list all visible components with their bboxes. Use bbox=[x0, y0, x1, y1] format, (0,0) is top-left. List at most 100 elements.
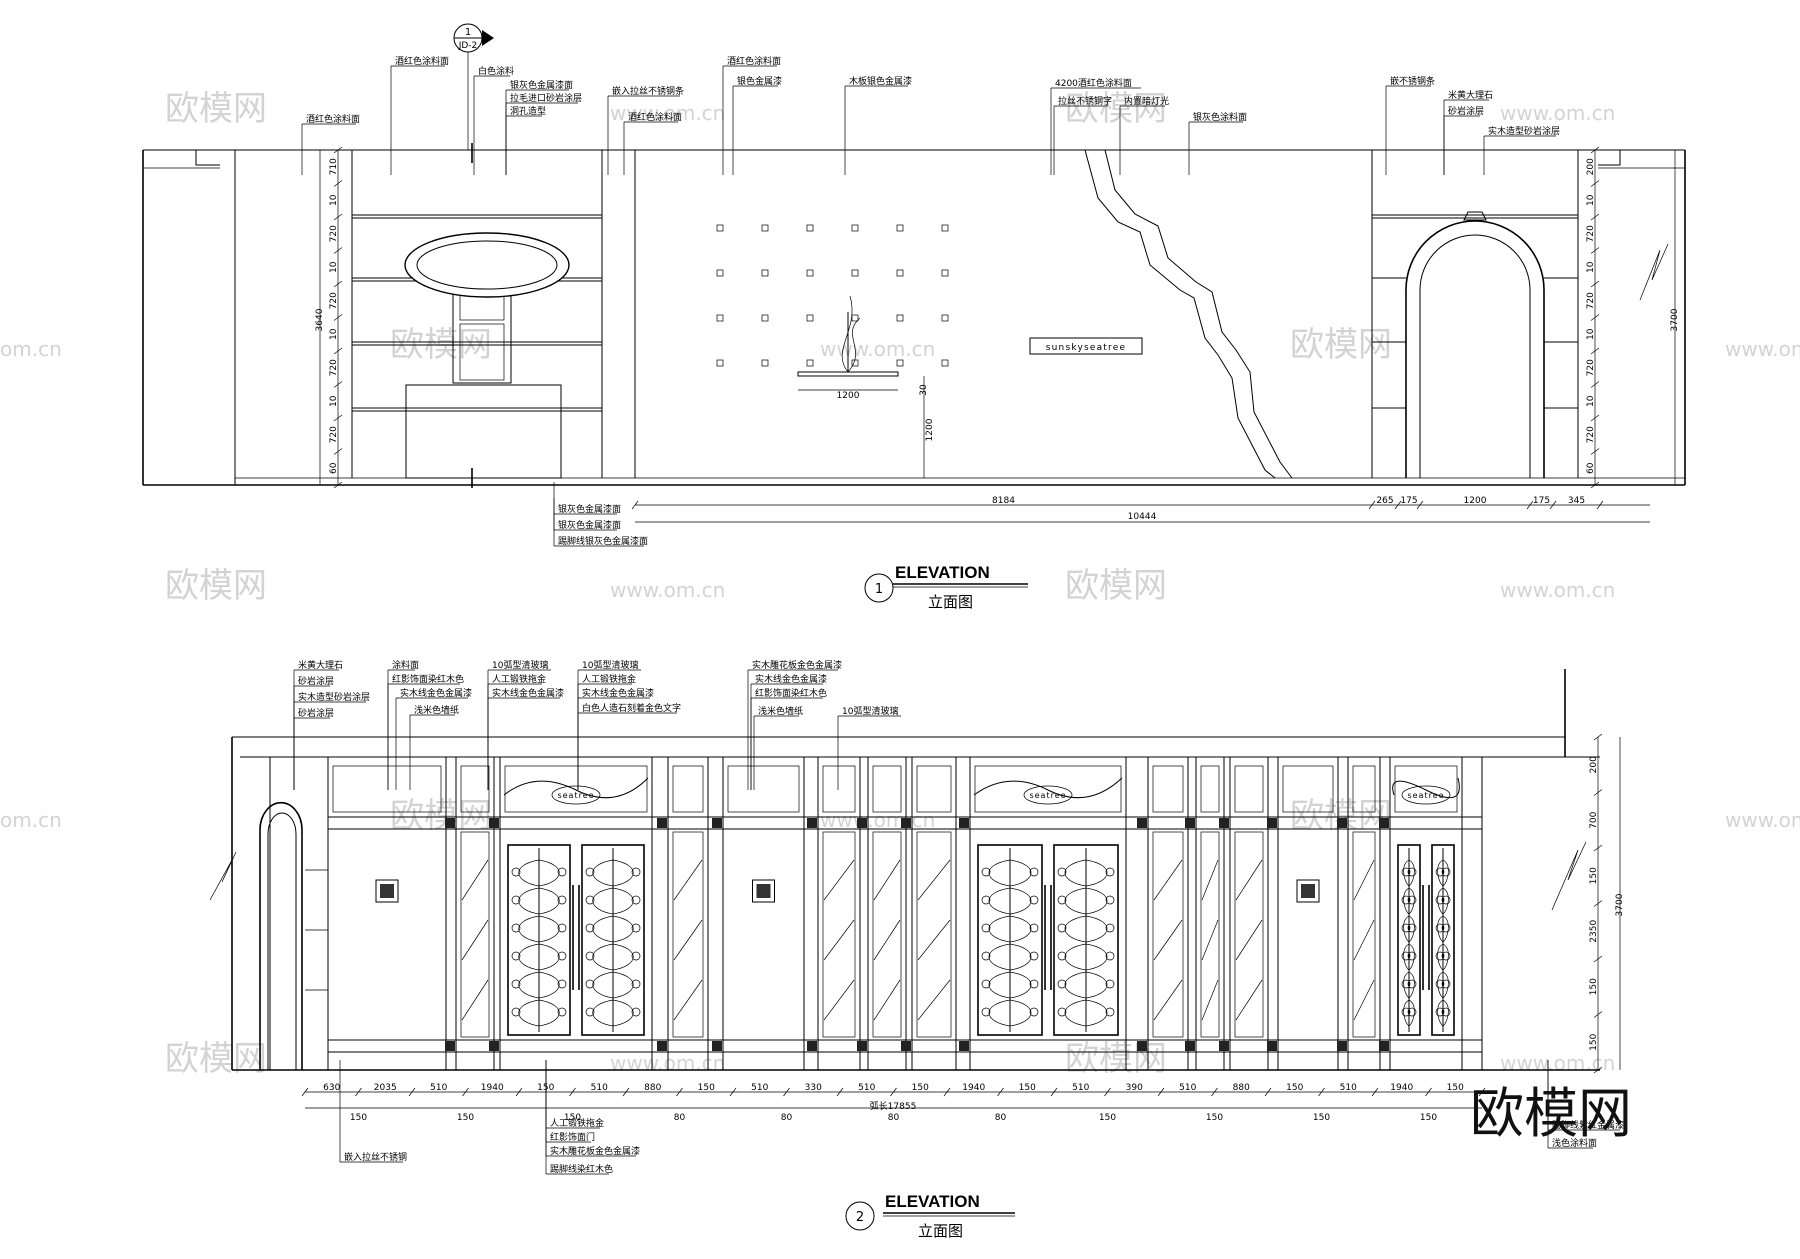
dimension-label: 200 bbox=[1586, 158, 1596, 175]
rosette bbox=[1267, 818, 1277, 828]
dot-square bbox=[761, 224, 769, 232]
bay-glass bbox=[1347, 756, 1381, 1071]
dimension-label: 720 bbox=[1586, 426, 1596, 443]
rosette bbox=[1337, 1041, 1347, 1051]
elevation-2-title: 2 ELEVATION 立面图 bbox=[845, 1192, 1015, 1240]
dimension-label: 150 bbox=[350, 1113, 367, 1123]
bay-door: seatree bbox=[969, 756, 1127, 1071]
dimension-label: 510 bbox=[591, 1083, 608, 1093]
plaque-text: seatree bbox=[1029, 791, 1066, 800]
annotation-label: 银灰色金属漆面 bbox=[558, 503, 621, 515]
wrought-iron-leaf bbox=[581, 844, 645, 1036]
rosette bbox=[1267, 1041, 1277, 1051]
watermark-brand: 欧模网 bbox=[165, 1039, 267, 1079]
dimension-label: 60 bbox=[329, 462, 339, 474]
annotation-label: 实木线金色金属漆 bbox=[582, 687, 654, 699]
watermark-brand: 欧模网 bbox=[165, 89, 267, 129]
watermark-site: www.om.cn bbox=[1725, 337, 1800, 361]
name-plaque bbox=[1401, 785, 1451, 805]
dimension-label: 150 bbox=[912, 1083, 929, 1093]
annotation-label: 红影饰面染红木色 bbox=[755, 687, 827, 699]
annotation-label: 酒红色涂料面 bbox=[727, 55, 781, 67]
dimension-label: 10 bbox=[1586, 395, 1596, 407]
dimension-label: 8184 bbox=[992, 496, 1015, 506]
break-line-symbol-2 bbox=[1551, 841, 1587, 911]
rosette bbox=[657, 818, 667, 828]
display-shelf bbox=[797, 295, 899, 377]
rosette bbox=[445, 1041, 455, 1051]
dimension-label: 2035 bbox=[374, 1083, 397, 1093]
dimension-label: 720 bbox=[329, 359, 339, 376]
leader-lines-1 bbox=[301, 65, 1556, 547]
watermark-domain: om.cn bbox=[0, 808, 62, 832]
dimension-label: 10 bbox=[1586, 194, 1596, 206]
rock-crack-left bbox=[1084, 149, 1276, 479]
elevation-number: 2 bbox=[856, 1210, 864, 1225]
rosette bbox=[901, 818, 911, 828]
dimension-label: 1940 bbox=[1390, 1083, 1413, 1093]
leader-lines-2 bbox=[293, 669, 1620, 1175]
rosette bbox=[445, 818, 455, 828]
rosette bbox=[807, 1041, 817, 1051]
dot-square bbox=[941, 224, 949, 232]
rock-crack-right bbox=[1104, 149, 1293, 479]
wrought-iron-leaf bbox=[977, 844, 1043, 1036]
annotation-label: 实木造型砂岩涂层 bbox=[1488, 125, 1560, 137]
rosette bbox=[1137, 1041, 1147, 1051]
rosette bbox=[657, 1041, 667, 1051]
bay-glass bbox=[1147, 756, 1189, 1071]
elevation-1-title: 1 ELEVATION 立面图 bbox=[864, 563, 1028, 611]
bay-glass bbox=[455, 756, 495, 1071]
dot-square bbox=[806, 269, 814, 277]
dimension-label: 150 bbox=[564, 1113, 581, 1123]
wrought-iron-leaf bbox=[1053, 844, 1119, 1036]
dot-square bbox=[941, 359, 949, 367]
sign-text: sunskyseatree bbox=[1046, 343, 1126, 353]
rosette bbox=[857, 1041, 867, 1051]
dimension-label: 720 bbox=[1586, 225, 1596, 242]
dimension-label: 330 bbox=[805, 1083, 822, 1093]
reception-desk bbox=[405, 384, 562, 479]
dimension-label: 2350 bbox=[1589, 920, 1599, 943]
dimension-label: 150 bbox=[1313, 1113, 1330, 1123]
annotation-label: 实木线金色金属漆 bbox=[755, 673, 827, 685]
rosette bbox=[959, 818, 969, 828]
dimension-label: 175 bbox=[1533, 496, 1550, 506]
dot-square bbox=[806, 359, 814, 367]
annotation-label: 实木线金色金属漆 bbox=[400, 687, 472, 699]
watermark-domain: om.cn bbox=[0, 337, 62, 361]
dimension-label: 150 bbox=[1447, 1083, 1464, 1093]
dimension-label: 700 bbox=[1589, 811, 1599, 828]
dot-square bbox=[716, 359, 724, 367]
dimension-label: 150 bbox=[1589, 867, 1599, 884]
dimension-label: 265 bbox=[1376, 496, 1393, 506]
section-mark: 1 JD-2 bbox=[453, 23, 494, 150]
annotation-label: 木板银色金属漆 bbox=[849, 75, 912, 87]
dimension-label: 80 bbox=[781, 1113, 793, 1123]
dimension-label: 150 bbox=[1589, 1033, 1599, 1050]
dot-square bbox=[941, 269, 949, 277]
annotations-2: 米黄大理石砂岩涂层实木造型砂岩涂层砂岩涂层涂料面红影饰面染红木色实木线金色金属漆… bbox=[298, 659, 1624, 1175]
bay-panel bbox=[1277, 756, 1339, 1071]
rosette bbox=[1337, 818, 1347, 828]
dot-square bbox=[806, 314, 814, 322]
dimension-label: 10 bbox=[329, 328, 339, 340]
bay-slim bbox=[1195, 756, 1225, 1071]
dot-square bbox=[851, 224, 859, 232]
crown-molding-right bbox=[1598, 150, 1621, 166]
dimension-label: 150 bbox=[698, 1083, 715, 1093]
annotation-label: 红影饰面门 bbox=[550, 1131, 595, 1143]
dimension-label: 880 bbox=[644, 1083, 661, 1093]
picture-frame bbox=[375, 879, 399, 903]
dimension-label: 720 bbox=[1586, 359, 1596, 376]
break-line-symbol bbox=[1639, 243, 1669, 301]
annotation-label: 人工锻铁拖金 bbox=[492, 673, 546, 685]
dot-square bbox=[851, 269, 859, 277]
dot-square bbox=[896, 314, 904, 322]
rosette bbox=[901, 1041, 911, 1051]
annotation-label: 嵌入拉丝不锈钢条 bbox=[612, 85, 684, 97]
